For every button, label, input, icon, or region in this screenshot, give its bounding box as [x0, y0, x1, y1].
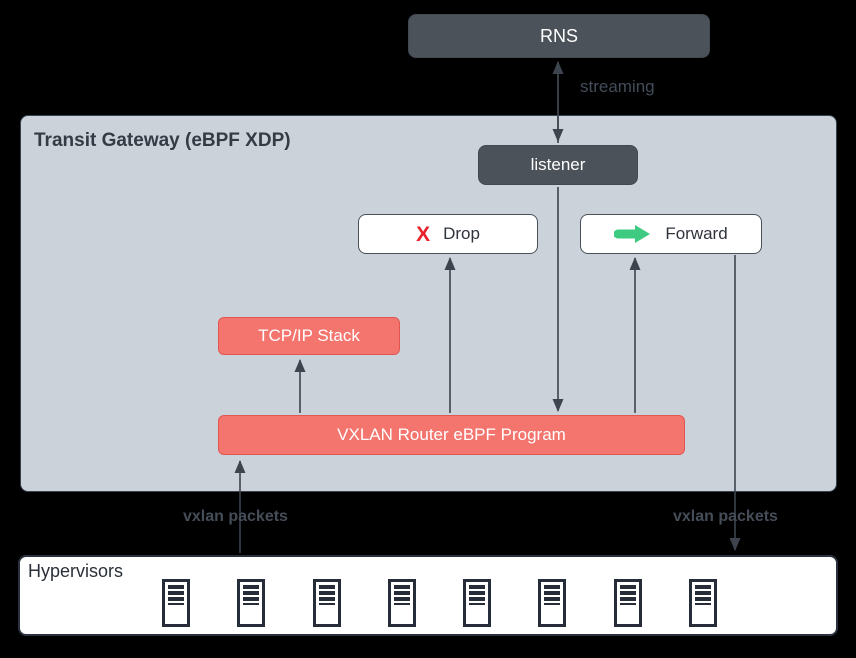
- vxlan-router-node: VXLAN Router eBPF Program: [218, 415, 685, 455]
- streaming-edge-label: streaming: [580, 77, 655, 96]
- server-icon: [312, 579, 341, 627]
- arrow-right-icon: [614, 223, 652, 245]
- vxlan-packets-right-label: vxlan packets: [673, 508, 778, 525]
- drop-node: X Drop: [358, 214, 538, 254]
- vxlan-packets-left-label: vxlan packets: [183, 508, 288, 525]
- hypervisors-container: Hypervisors: [18, 555, 838, 636]
- server-icon: [463, 579, 492, 627]
- server-icon-row: [162, 579, 717, 627]
- server-icon: [387, 579, 416, 627]
- rns-node: RNS: [408, 14, 710, 58]
- transit-gateway-title: Transit Gateway (eBPF XDP): [34, 130, 291, 151]
- drop-label: Drop: [443, 224, 480, 243]
- server-icon: [162, 579, 190, 627]
- vxlan-router-label: VXLAN Router eBPF Program: [337, 425, 566, 444]
- tcpip-stack-node: TCP/IP Stack: [218, 317, 400, 355]
- tcpip-stack-label: TCP/IP Stack: [258, 326, 360, 345]
- server-icon: [688, 579, 717, 627]
- hypervisors-label: Hypervisors: [28, 561, 124, 581]
- forward-label: Forward: [665, 224, 728, 243]
- listener-label: listener: [530, 155, 586, 174]
- server-icon: [613, 579, 642, 627]
- server-icon: [538, 579, 567, 627]
- server-icon: [237, 579, 266, 627]
- forward-node: Forward: [580, 214, 762, 254]
- rns-label: RNS: [539, 25, 578, 46]
- listener-node: listener: [478, 145, 638, 185]
- x-icon: X: [416, 222, 431, 246]
